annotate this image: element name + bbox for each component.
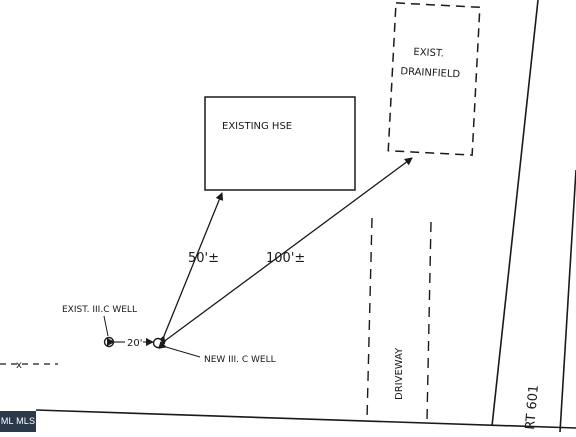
new-well-label: NEW III. C WELL bbox=[204, 355, 276, 365]
drainfield-label-line2: DRAINFIELD bbox=[400, 66, 461, 80]
existing-house-outline bbox=[204, 96, 356, 191]
existing-well-leader bbox=[103, 315, 109, 337]
new-well bbox=[152, 337, 164, 349]
existing-house-label: EXISTING HSE bbox=[222, 121, 292, 132]
fence-mark: x bbox=[16, 360, 22, 371]
mls-watermark: ML MLS bbox=[0, 411, 36, 432]
dim-label-50: 50'± bbox=[188, 251, 219, 266]
driveway-edge-right bbox=[426, 221, 432, 421]
drainfield: EXIST. DRAINFIELD bbox=[387, 2, 481, 156]
drainfield-label-line1: EXIST. bbox=[413, 47, 444, 60]
existing-well bbox=[103, 336, 115, 348]
property-line-bottom bbox=[35, 409, 576, 429]
road-edge-inner bbox=[491, 0, 539, 427]
drainfield-outline bbox=[387, 2, 481, 156]
existing-well-label: EXIST. III.C WELL bbox=[62, 305, 137, 315]
dim-label-100: 100'± bbox=[266, 251, 305, 266]
dim-label-20: 20' bbox=[127, 338, 142, 349]
driveway-edge-left bbox=[366, 217, 373, 421]
road-edge-outer bbox=[559, 169, 576, 433]
route-label: RT 601 bbox=[523, 384, 542, 430]
new-well-leader bbox=[158, 341, 201, 358]
dim-line-drainfield bbox=[157, 157, 413, 348]
driveway-label: DRIVEWAY bbox=[394, 347, 405, 400]
